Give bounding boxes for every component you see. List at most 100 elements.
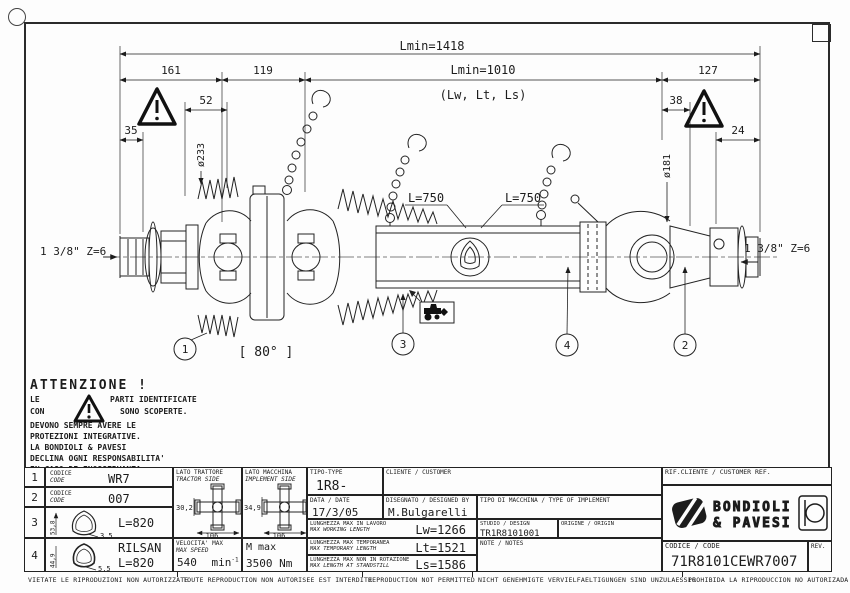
attention-line: DEVONO SEMPRE AVERE LE [30,421,136,430]
chain-left [282,89,331,195]
dim-127: 127 [698,64,718,77]
tractor-side-label: LATO TRATTORE [176,469,223,476]
bellows-left-top [197,176,239,200]
logo-mark [672,496,707,530]
tube-profile-cell-outer: 53,8 3,5 L=820 [45,507,173,538]
attention-l1b: PARTI IDENTIFICATE [110,395,197,404]
code-number-cell: CODICE / CODE 71R8101CEWR7007 [662,541,808,572]
angle-label: [ 80° ] [239,345,294,360]
bellows-right-top [337,188,438,225]
dim-161: 161 [161,64,181,77]
tube-inner-material: RILSAN [118,541,162,555]
code-cell-2: CODICE CODE 007 [45,487,173,507]
callout-balloons: 1 3 4 2 [ 80° ] [173,266,697,361]
callout-4: 4 [564,339,571,352]
row-number-3: 3 [24,507,45,538]
warning-triangle-left [137,87,177,126]
speed-exponent: -1 [231,556,239,564]
brand-line2: & PAVESI [713,516,792,531]
copyright-notice-it: VIETATE LE RIPRODUZIONI NON AUTORIZZATE [28,576,189,584]
attention-title: ATTENZIONE ! [30,378,148,393]
universal-joint-inner2 [286,209,341,305]
dim-dia233: ø233 [196,143,207,167]
tube-inner-length: L=820 [118,556,155,570]
dim-lmin-inner: Lmin=1010 [450,63,515,77]
copyright-notice-en: REPRODUCTION NOT PERMITTED [368,576,475,584]
implement-type-cell: TIPO DI MACCHINA / TYPE OF IMPLEMENT [477,495,662,519]
attention-l2a: CON [30,407,45,416]
universal-joint-inner [198,210,252,304]
cross-dim-h: 106 [206,532,219,538]
attention-triangle-icon [73,394,105,423]
tractor-symbol-box [409,290,455,324]
title-block: 1 2 3 4 CODICE CODE WR7 CODICE CODE 007 … [24,467,832,572]
tractor-side-cell: LATO TRATTORE TRACTOR SIDE 30,2 106 [173,467,242,538]
row-number-1: 1 [24,467,45,487]
torque-label: M max [246,542,277,553]
codice-label: CODICE [50,470,72,477]
code-cell-1: CODICE CODE WR7 [45,467,173,487]
l750-callouts: L=750 L=750 [405,191,544,229]
designer-cell: DISEGNATO / DESIGNED BY M.Bulgarelli [383,495,477,519]
customer-ref-cell: RIF.CLIENTE / CUSTOMER REF. [662,467,832,485]
customer-cell: CLIENTE / CUSTOMER [383,467,662,495]
code-label: CODE [50,477,65,484]
tube-clamp [570,194,607,293]
spline-label-right: 1 3/8" Z=6 [744,242,810,255]
date-value: 17/3/05 [312,506,359,519]
dim-24: 24 [731,124,745,137]
lt-label: LUNGHEZZA MAX TEMPORANEA [310,540,390,546]
ls-label: LUNGHEZZA MAX NON IN ROTAZIONE [310,557,410,563]
tube-profile-icon-inner: 44,9 5,5 [50,543,111,572]
attention-l2b: SONO SCOPERTE. [120,407,188,416]
revision-label: REV. [811,543,826,550]
footer-tick [177,571,178,577]
bp-monogram-icon [798,495,828,531]
date-label: DATA / DATE [310,497,350,504]
attention-note: ATTENZIONE ! LE PARTI IDENTIFICATE CON S… [30,378,197,474]
tube-inner-height: 44,9 [50,553,57,568]
dim-lw-lt-ls: (Lw, Lt, Ls) [440,88,527,102]
cross-dim-v: 30,2 [176,504,193,512]
code-label: CODE [50,497,65,504]
revision-cell: REV. [808,541,832,572]
attention-l1a: LE [30,395,40,404]
warning-triangle-right [684,89,724,128]
tube-profile-cell-inner: 44,9 5,5 RILSAN L=820 [45,538,173,572]
fold-mark [812,24,831,42]
row-number-4: 4 [24,538,45,572]
lt-label-en: MAX TEMPORARY LENGTH [310,546,377,552]
type-label: TIPO-TYPE [310,469,343,476]
studio-value: TR1R8101001 [480,529,540,538]
studio-cell: STUDIO / DESIGN TR1R8101001 [477,519,558,538]
cross-journal-icon-tractor: 30,2 106 [176,483,241,538]
callout-2: 2 [682,339,689,352]
customer-ref-label: RIF.CLIENTE / CUSTOMER REF. [665,468,771,476]
extension-lines [119,46,761,234]
origin-cell: ORIGINE / ORIGIN [558,519,662,538]
collar [160,224,199,290]
bellows-right-bottom [337,289,438,326]
safety-chains [282,89,571,226]
universal-joint-right [605,210,711,304]
cross-dim-v: 34,9 [244,504,261,512]
max-torque-cell: M max 3500 Nm [242,538,307,572]
code-value-1: WR7 [108,472,130,486]
attention-line: PROTEZIONI INTEGRATIVE. [30,432,141,441]
footer-tick [682,571,683,577]
bondioli-pavesi-logo: BONDIOLI & PAVESI [672,495,828,531]
tractor-icon [424,304,441,314]
footer-tick [362,571,363,577]
brand-logo-cell: BONDIOLI & PAVESI [662,485,832,541]
dim-35: 35 [124,124,137,137]
l750-right-label: L=750 [505,191,541,205]
notes-label: NOTE / NOTES [480,540,524,547]
implement-type-label: TIPO DI MACCHINA / TYPE OF IMPLEMENT [480,497,611,504]
temporary-length-cell: LUNGHEZZA MAX TEMPORANEA MAX TEMPORARY L… [307,538,477,555]
dim-dia181: ø181 [662,154,673,178]
origin-label: ORIGINE / ORIGIN [561,521,614,527]
customer-label: CLIENTE / CUSTOMER [386,469,452,476]
dim-52: 52 [199,94,212,107]
tube-inner-wall: 5,5 [98,565,111,572]
